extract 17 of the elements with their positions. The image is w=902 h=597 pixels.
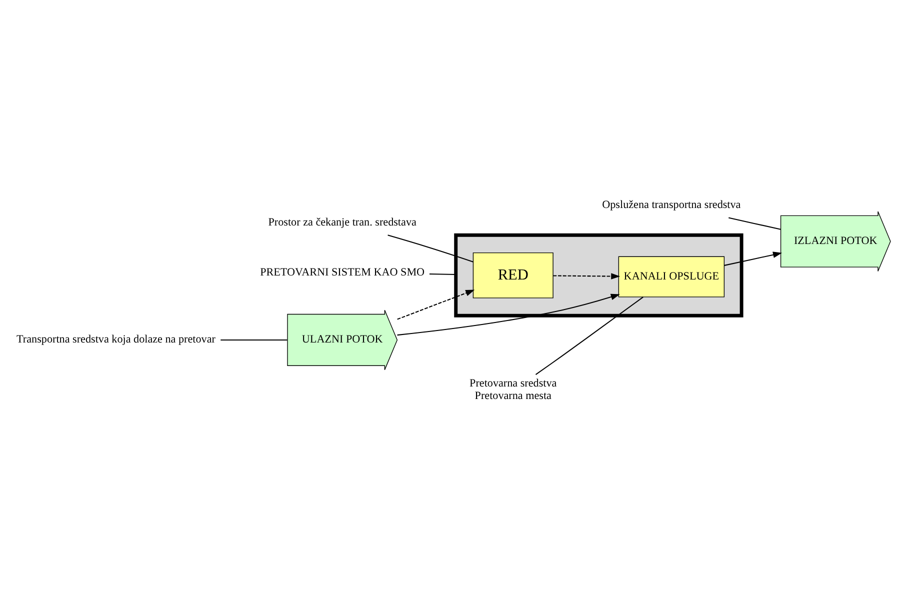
node-text: Pretovarna sredstva Pretovarna mesta [470,376,557,402]
arrow [397,289,475,320]
node-text: PRETOVARNI SISTEM KAO SMO [260,266,425,278]
node-text: Transportna sredstva koja dolaze na pretovar [16,333,216,346]
node-text: Prostor za čekanje tran. sredstava [268,216,416,228]
connector [535,296,644,375]
connector [388,234,474,262]
node-box: KANALI OPSLUGE [618,256,725,297]
node-box: RED [472,252,554,298]
arrow [553,272,620,279]
arrow [724,251,782,266]
connector [429,273,456,274]
connector [220,338,288,340]
node-text: Opslužena transportna sredstva [602,198,741,210]
arrow [397,293,620,336]
cluster [454,232,744,317]
connector [728,216,781,230]
